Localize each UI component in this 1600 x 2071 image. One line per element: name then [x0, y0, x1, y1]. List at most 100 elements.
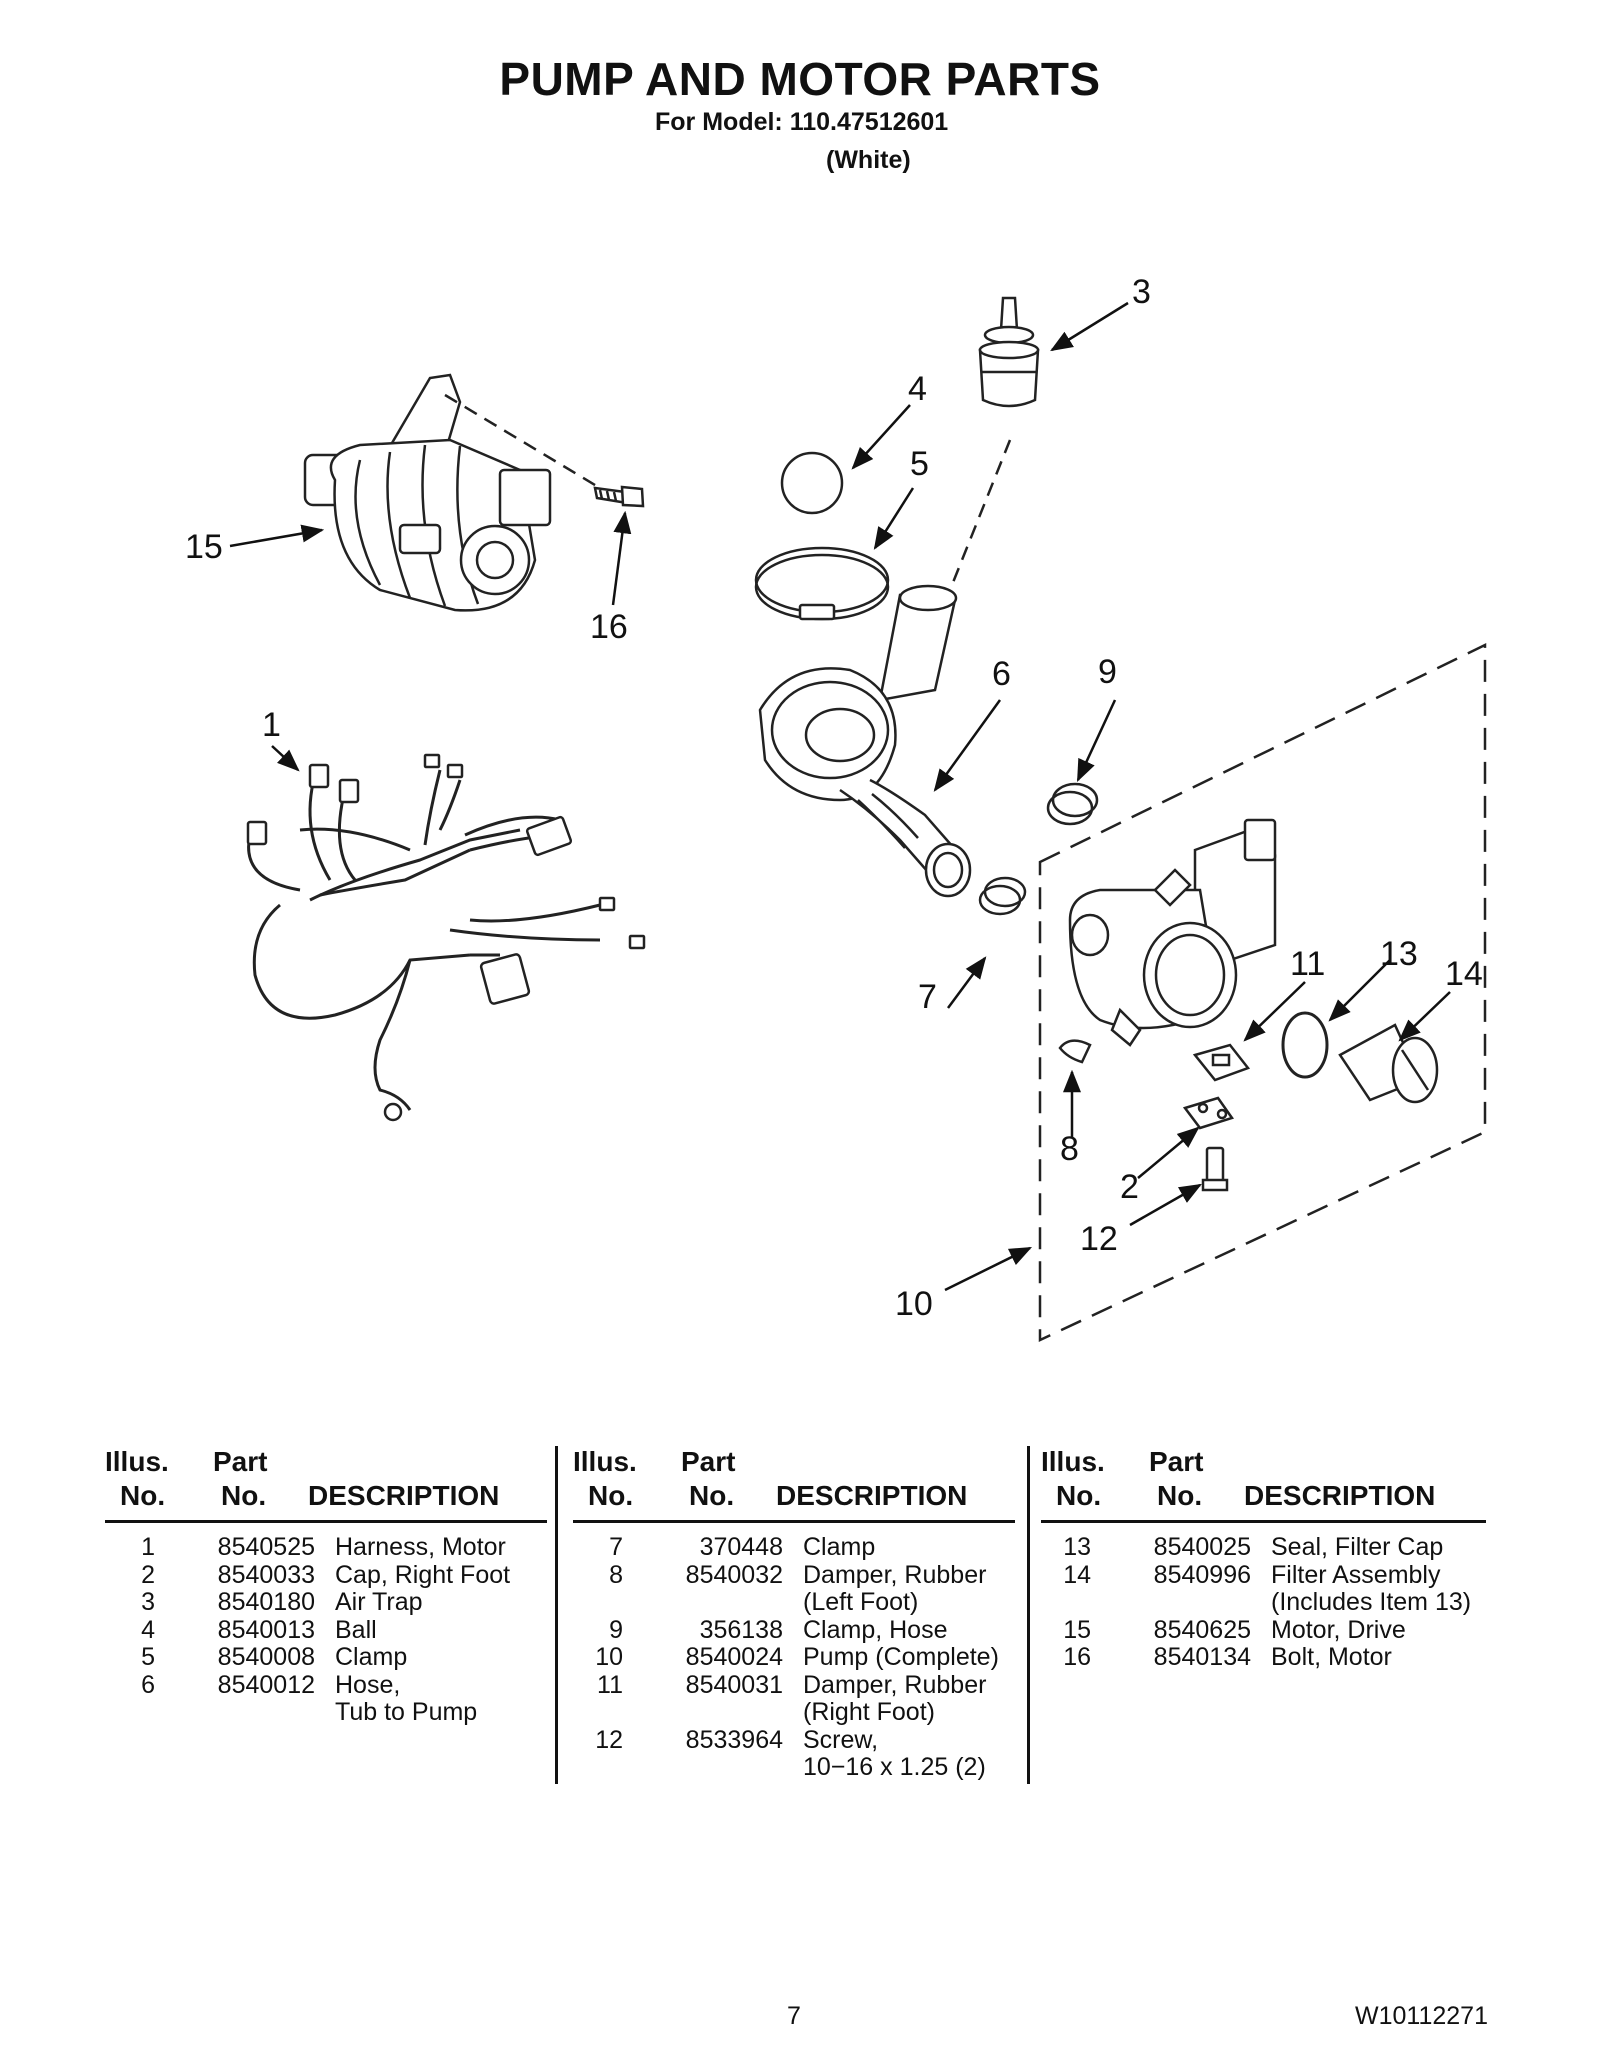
header-part-no: No.: [1157, 1480, 1203, 1511]
header-rule: [1041, 1520, 1486, 1523]
header-illus-no: No.: [120, 1480, 166, 1511]
filter-assembly-illustration: [1338, 1023, 1439, 1104]
motor-bolt-illustration: [593, 485, 645, 508]
header-part: Part: [213, 1446, 268, 1477]
clamp-illustration: [754, 546, 890, 621]
table-row: 14 8540996 Filter Assembly (Includes Item …: [1041, 1560, 1472, 1617]
part-description: Ball: [335, 1615, 377, 1644]
ball-illustration: [780, 451, 844, 515]
callout-15: 15: [185, 528, 223, 566]
header-illus: Illus.: [573, 1446, 637, 1477]
exploded-parts-diagram: 1 2 3 4 5 6 7 8 9 10 11 12 13 14 15 16: [185, 273, 1487, 1342]
callout-16: 16: [590, 608, 628, 646]
model-number: For Model: 110.47512601: [655, 108, 949, 136]
page-number: 7: [787, 2002, 801, 2030]
bolt-alignment-line: [444, 393, 601, 490]
right-damper-illustration: [1192, 1043, 1251, 1082]
part-number: 8540525: [217, 1533, 315, 1561]
document-number: W10112271: [1355, 2002, 1488, 2030]
part-description: Air Trap: [335, 1588, 423, 1616]
callout-11: 11: [1290, 945, 1325, 983]
header-description: DESCRIPTION: [776, 1480, 968, 1511]
part-number: 8540032: [685, 1560, 783, 1589]
part-description: Seal, Filter Cap: [1271, 1533, 1444, 1561]
callout-3: 3: [1132, 273, 1151, 311]
part-number: 356138: [699, 1615, 783, 1644]
callout-leaders: [229, 301, 1451, 1292]
illus-number: 1: [141, 1533, 155, 1561]
part-description: Clamp: [335, 1643, 408, 1671]
pump-assembly-boundary: [1038, 642, 1487, 1342]
part-number: 8540025: [1153, 1533, 1251, 1561]
illus-number: 5: [141, 1643, 155, 1671]
illus-number: 8: [609, 1560, 623, 1589]
illus-number: 7: [609, 1533, 623, 1561]
illus-number: 2: [141, 1560, 155, 1589]
part-description: Cap, Right Foot: [335, 1560, 511, 1589]
part-number: 8540625: [1153, 1615, 1251, 1644]
callout-4: 4: [908, 370, 927, 408]
part-description: Screw, 10−16 x 1.25 (2): [803, 1725, 986, 1781]
page-title: PUMP AND MOTOR PARTS: [499, 53, 1101, 105]
illus-number: 9: [609, 1615, 623, 1644]
callout-13: 13: [1380, 935, 1418, 973]
part-number: 8540134: [1153, 1643, 1251, 1671]
part-description: Harness, Motor: [335, 1533, 506, 1561]
header-rule: [105, 1520, 547, 1523]
header-illus: Illus.: [105, 1446, 169, 1477]
part-number: 8540008: [217, 1643, 315, 1671]
table-row: 1 8540525 Harness, Motor: [105, 1533, 510, 1562]
callout-5: 5: [910, 445, 929, 483]
illus-number: 14: [1063, 1560, 1091, 1589]
callout-10: 10: [895, 1285, 933, 1323]
table-row: 6 8540012 Hose, Tub to Pump: [105, 1670, 510, 1727]
illus-number: 3: [141, 1588, 155, 1616]
illus-number: 11: [597, 1670, 623, 1699]
callout-7: 7: [918, 978, 937, 1016]
illus-number: 15: [1063, 1615, 1091, 1644]
column-divider: [555, 1446, 558, 1784]
part-number: 8533964: [685, 1725, 783, 1754]
illus-number: 12: [595, 1725, 623, 1754]
header-illus: Illus.: [1041, 1446, 1105, 1477]
part-description: Damper, Rubber (Right Foot): [803, 1670, 987, 1726]
part-number: 8540996: [1153, 1560, 1251, 1589]
air-trap-illustration: [978, 296, 1040, 408]
model-color: (White): [826, 146, 911, 174]
callout-1: 1: [262, 706, 281, 744]
illus-number: 6: [141, 1670, 155, 1699]
harness-connectors: [246, 753, 646, 1122]
callout-2: 2: [1120, 1168, 1139, 1206]
table-row: 3 8540180 Air Trap: [105, 1588, 510, 1617]
callout-12: 12: [1080, 1220, 1118, 1258]
header-part-no: No.: [689, 1480, 735, 1511]
part-description: Clamp, Hose: [803, 1615, 948, 1644]
hose-clamps-illustration: [978, 782, 1099, 916]
header-rule: [573, 1520, 1015, 1523]
part-number: 8540012: [217, 1670, 315, 1699]
illus-number: 4: [141, 1615, 155, 1644]
table-row: 9 356138 Clamp, Hose: [573, 1615, 999, 1645]
part-description: Pump (Complete): [803, 1643, 999, 1671]
part-number: 370448: [699, 1533, 783, 1561]
part-description: Filter Assembly (Includes Item 13): [1271, 1560, 1472, 1616]
pump-screw-illustration: [1201, 1146, 1229, 1192]
tub-hose-illustration: [758, 584, 972, 898]
part-number: 8540180: [217, 1588, 315, 1616]
part-number: 8540024: [685, 1643, 783, 1671]
header-description: DESCRIPTION: [308, 1480, 500, 1511]
drive-motor-illustration: [303, 373, 552, 612]
left-damper-illustration: [1058, 1039, 1092, 1064]
part-description: Hose, Tub to Pump: [335, 1670, 478, 1726]
